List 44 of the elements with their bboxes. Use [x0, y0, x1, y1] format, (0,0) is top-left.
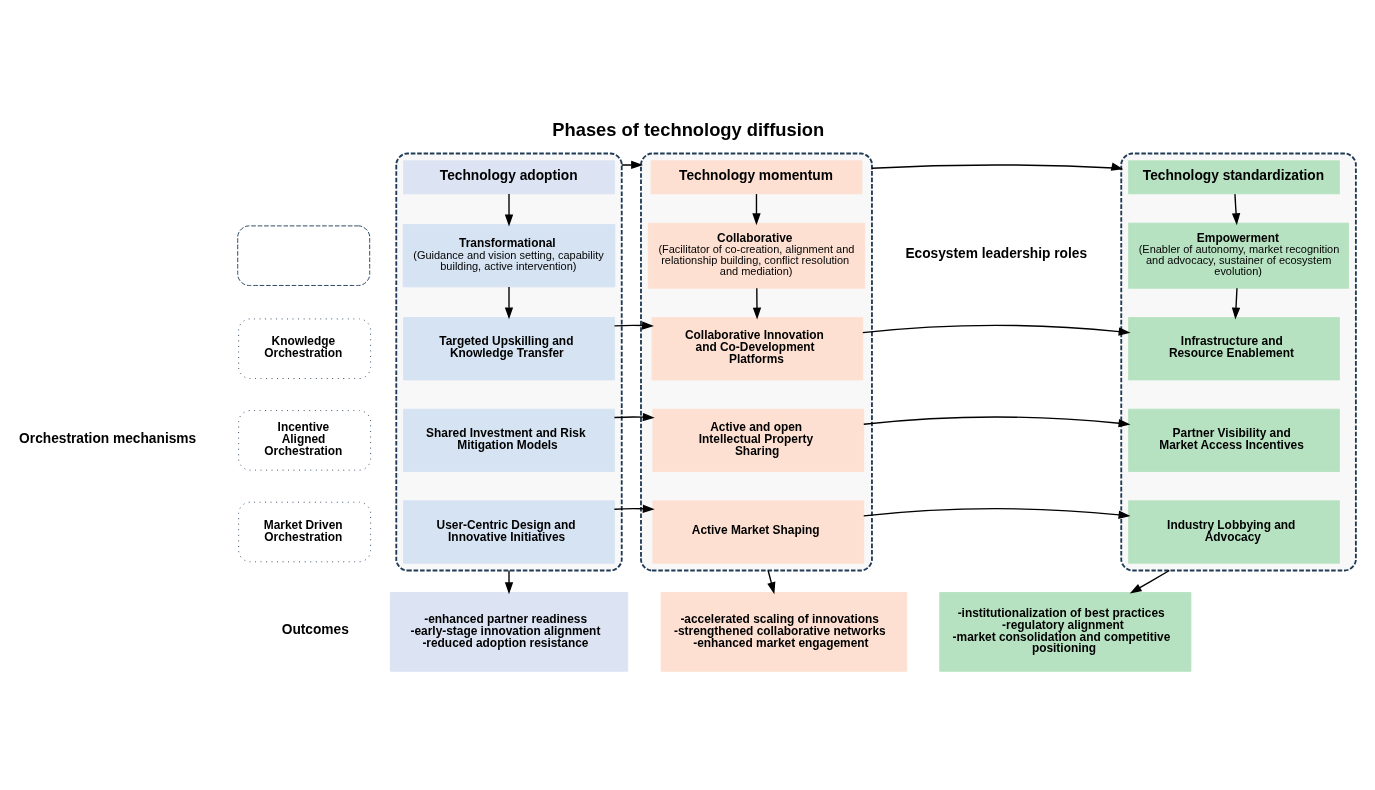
node-box: Collaborative (Facilitator of co-creation, alignment and relationship building, conflict resolution and mediation)	[647, 222, 866, 289]
node-box: User-Centric Design and Innovative Initiatives	[403, 500, 615, 564]
node-box: Targeted Upskilling and Knowledge Transfer	[403, 317, 615, 381]
arrow	[504, 286, 514, 320]
node-box: Empowerment (Enabler of autonomy, market recognition and advocacy, sustainer of ecosystem evolution)	[1128, 222, 1349, 289]
node-box: Technology standardization	[1128, 160, 1340, 195]
node-box: Market Driven Orchestration	[238, 501, 372, 563]
node-box: Shared Investment and Risk Mitigation Models	[403, 408, 615, 472]
cluster	[395, 152, 623, 572]
arrow	[752, 287, 762, 320]
node-box: Technology momentum	[650, 160, 863, 195]
node-box: Knowledge Orchestration	[238, 318, 372, 379]
node-box: Industry Lobbying and Advocacy	[1128, 500, 1340, 564]
node-box: Active and open Intellectual Property Sharing	[652, 408, 865, 472]
node-box: Technology adoption	[403, 160, 615, 195]
arrow	[504, 193, 514, 227]
node-box: Incentive Aligned Orchestration	[238, 410, 372, 471]
arrow	[863, 507, 1131, 519]
node-box: -institutionalization of best practices -regulatory alignment -market consolidation and competitive positioning	[939, 592, 1192, 672]
node-box: Infrastructure and Resource Enablement	[1128, 317, 1340, 381]
diagram-title: Phases of technology diffusion	[552, 119, 825, 141]
arrow	[613, 321, 654, 330]
arrow	[504, 569, 514, 595]
arrow	[1231, 287, 1241, 320]
label: Outcomes	[281, 622, 349, 638]
arrow	[767, 569, 776, 595]
arrow	[1231, 193, 1241, 226]
node-box: Collaborative Innovation and Co-Development Platforms	[651, 317, 864, 381]
arrow	[613, 504, 655, 513]
arrow	[752, 193, 761, 226]
arrow	[862, 324, 1131, 336]
arrow	[613, 412, 655, 422]
node-box: Transformational (Guidance and vision setting, capability building, active intervention)	[402, 224, 616, 288]
node-box: Partner Visibility and Market Access Incentives	[1128, 408, 1340, 472]
arrow	[621, 160, 644, 170]
label: Ecosystem leadership roles	[905, 245, 1088, 261]
node-box: -enhanced partner readiness -early-stage innovation alignment -reduced adoption resistance	[389, 592, 629, 672]
label: Orchestration mechanisms	[19, 430, 197, 446]
node-box: Active Market Shaping	[652, 500, 865, 564]
node-box	[237, 225, 371, 286]
arrow	[863, 416, 1131, 428]
node-box: -accelerated scaling of innovations -strengthened collaborative networks -enhanced market engagement	[660, 592, 908, 672]
arrow	[1129, 569, 1171, 594]
arrow	[871, 162, 1124, 171]
